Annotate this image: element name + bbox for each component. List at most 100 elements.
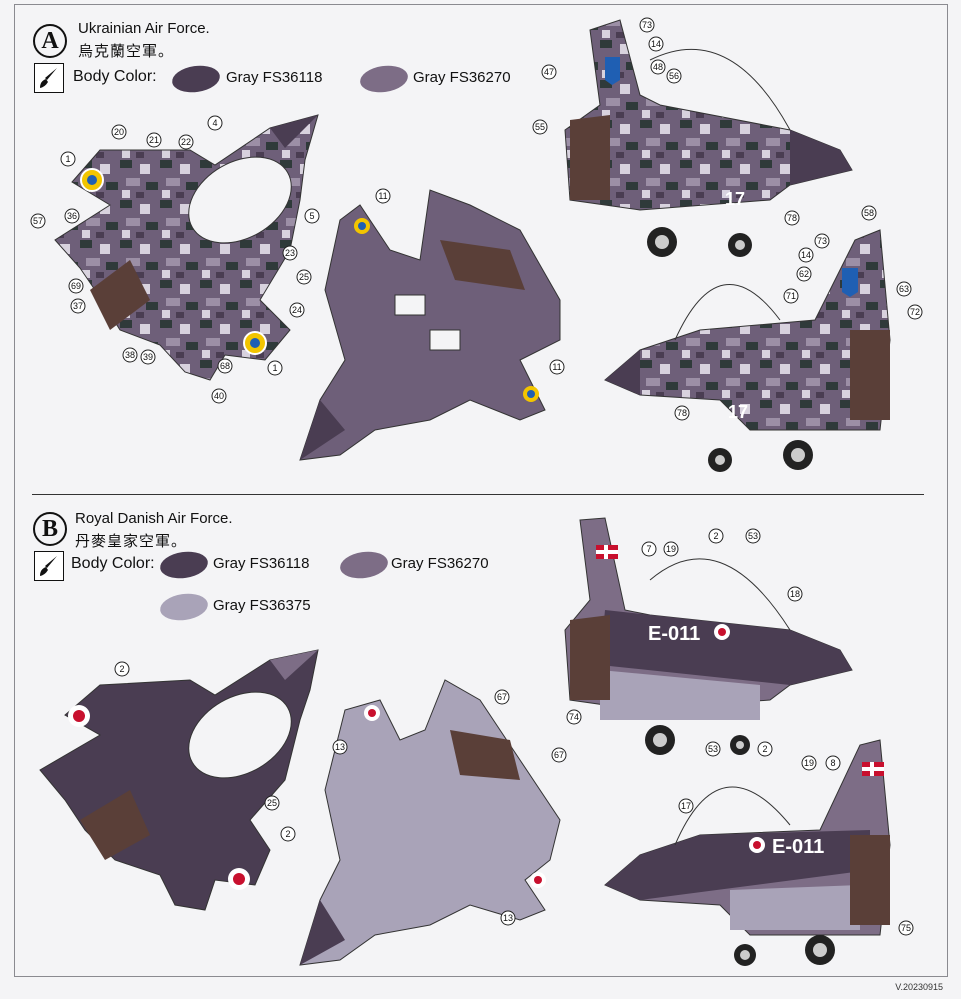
callout-11: 11 (375, 188, 391, 204)
b-side-view-upper-aircraft: E-011 (564, 517, 853, 755)
callout-20: 20 (111, 124, 127, 140)
instruction-frame (14, 4, 948, 977)
svg-text:47: 47 (544, 67, 554, 77)
svg-text:18: 18 (790, 589, 800, 599)
a-bottom-view-aircraft (299, 189, 561, 461)
svg-text:78: 78 (787, 213, 797, 223)
svg-text:5: 5 (309, 211, 314, 221)
svg-text:7: 7 (646, 544, 651, 554)
paint-b-fs36375-label: Gray FS36375 (213, 597, 311, 614)
callout-25: 25 (296, 269, 312, 285)
section-b-letter: B (33, 512, 67, 546)
callout-67b: 67 (551, 747, 567, 763)
paint-brush-icon (34, 63, 64, 93)
svg-text:53: 53 (708, 744, 718, 754)
callout-14b: 14 (798, 247, 814, 263)
svg-text:53: 53 (748, 531, 758, 541)
svg-text:23: 23 (285, 248, 295, 258)
callout-69: 69 (68, 278, 84, 294)
svg-text:17: 17 (681, 801, 691, 811)
svg-text:24: 24 (292, 305, 302, 315)
callout-53: 53 (745, 528, 761, 544)
callout-71: 71 (783, 288, 799, 304)
svg-text:75: 75 (901, 923, 911, 933)
callout-73b: 73 (814, 233, 830, 249)
callout-2: 2 (708, 528, 724, 544)
svg-text:63: 63 (899, 284, 909, 294)
section-divider (32, 494, 924, 495)
callout-74: 74 (566, 709, 582, 725)
svg-text:2: 2 (713, 531, 718, 541)
callout-markers-b: 7 19 2 53 18 74 53 2 19 8 17 75 2 25 2 1… (114, 528, 914, 936)
paint-b-fs36270-label: Gray FS36270 (391, 555, 489, 572)
svg-text:2: 2 (762, 744, 767, 754)
svg-text:25: 25 (267, 798, 277, 808)
callout-53b: 53 (705, 741, 721, 757)
svg-text:36: 36 (67, 211, 77, 221)
section-a-title-zh: 烏克蘭空軍。 (78, 43, 175, 60)
paint-a-fs36270-label: Gray FS36270 (413, 69, 511, 86)
svg-text:55: 55 (535, 122, 545, 132)
svg-text:78: 78 (677, 408, 687, 418)
svg-text:58: 58 (864, 208, 874, 218)
callout-72: 72 (907, 304, 923, 320)
svg-text:14: 14 (801, 250, 811, 260)
callout-37: 37 (70, 298, 86, 314)
svg-text:1: 1 (65, 154, 70, 164)
svg-text:67: 67 (497, 692, 507, 702)
section-b-body-color-label: Body Color: (71, 555, 155, 572)
callout-56: 56 (666, 68, 682, 84)
callout-21: 21 (146, 132, 162, 148)
svg-text:1: 1 (272, 363, 277, 373)
paint-brush-icon (34, 551, 64, 581)
b-bottom-view-aircraft (299, 679, 561, 966)
callout-7: 7 (641, 541, 657, 557)
callout-11b: 11 (549, 359, 565, 375)
a-tail-number-upper: 17 (725, 189, 745, 209)
svg-text:19: 19 (666, 544, 676, 554)
svg-text:25: 25 (299, 272, 309, 282)
b-fuselage-code-lower: E-011 (772, 836, 824, 858)
callout-47: 47 (541, 64, 557, 80)
callout-36: 36 (64, 208, 80, 224)
callout-19: 19 (663, 541, 679, 557)
callout-14: 14 (648, 36, 664, 52)
callout-39: 39 (140, 349, 156, 365)
callout-55: 55 (532, 119, 548, 135)
callout-18: 18 (787, 586, 803, 602)
callout-58: 58 (861, 205, 877, 221)
callout-2d: 2 (280, 826, 296, 842)
version-stamp: V.20230915 (895, 982, 943, 992)
callout-63: 63 (896, 281, 912, 297)
callout-1b: 1 (267, 360, 283, 376)
svg-text:13: 13 (335, 742, 345, 752)
callout-13b: 13 (500, 910, 516, 926)
callout-57: 57 (30, 213, 46, 229)
section-a-title-en: Ukrainian Air Force. (78, 20, 210, 37)
svg-text:71: 71 (786, 291, 796, 301)
callout-48: 48 (650, 59, 666, 75)
callout-78b: 78 (674, 405, 690, 421)
a-side-view-lower-aircraft: 17 (604, 229, 891, 472)
svg-text:2: 2 (119, 664, 124, 674)
svg-text:57: 57 (33, 216, 43, 226)
callout-4: 4 (207, 115, 223, 131)
svg-text:56: 56 (669, 71, 679, 81)
svg-text:4: 4 (212, 118, 217, 128)
b-side-view-lower-aircraft: E-011 (604, 739, 891, 966)
svg-text:40: 40 (214, 391, 224, 401)
a-tail-number-lower: 17 (728, 402, 748, 422)
paint-a-fs36118-label: Gray FS36118 (226, 69, 323, 86)
callout-23: 23 (282, 245, 298, 261)
b-fuselage-code-upper: E-011 (648, 623, 700, 645)
svg-text:14: 14 (651, 39, 661, 49)
callout-40: 40 (211, 388, 227, 404)
callout-2c: 2 (114, 661, 130, 677)
callout-19b: 19 (801, 755, 817, 771)
paint-b-fs36118-label: Gray FS36118 (213, 555, 310, 572)
callout-2b: 2 (757, 741, 773, 757)
svg-text:74: 74 (569, 712, 579, 722)
section-a-body-color-label: Body Color: (73, 68, 157, 85)
svg-text:37: 37 (73, 301, 83, 311)
